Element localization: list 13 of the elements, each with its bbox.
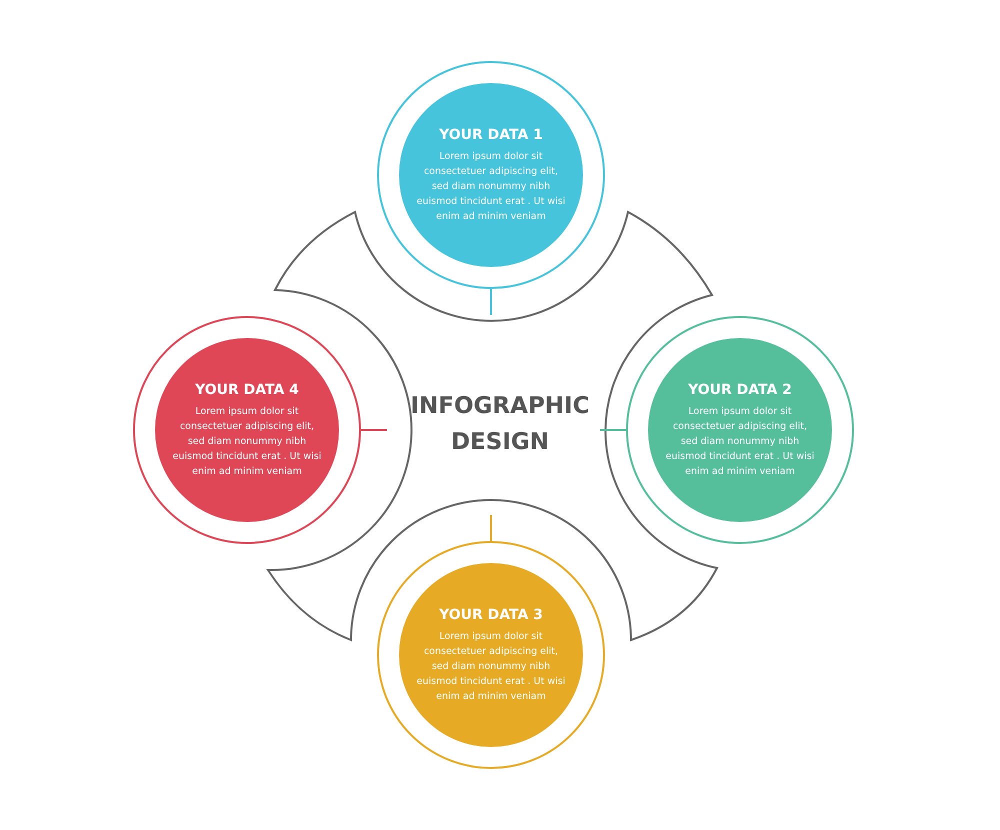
heading: YOUR DATA 1 xyxy=(439,126,543,142)
body-text: Lorem ipsum dolor sit consectetuer adipiscing elit, sed diam nonummy nibh euismod tincidunt erat . Ut wisi enim ad minim veniam xyxy=(665,404,815,478)
body-text: Lorem ipsum dolor sit consectetuer adipiscing elit, sed diam nonummy nibh euismod tincidunt erat . Ut wisi enim ad minim veniam xyxy=(172,404,322,478)
circle-node xyxy=(377,61,605,289)
circle-node xyxy=(377,541,605,769)
heading: YOUR DATA 2 xyxy=(688,382,792,398)
body-text: Lorem ipsum dolor sit consectetuer adipiscing elit, sed diam nonummy nibh euismod tincidunt erat . Ut wisi enim ad minim veniam xyxy=(416,630,566,704)
title: INFOGRAPHIC DESIGN xyxy=(409,392,590,457)
circle-node xyxy=(626,316,854,544)
circle-node xyxy=(133,316,361,544)
body-text: Lorem ipsum dolor sit consectetuer adipiscing elit, sed diam nonummy nibh euismod tincidunt erat . Ut wisi enim ad minim veniam xyxy=(416,150,566,224)
heading: YOUR DATA 3 xyxy=(439,606,543,622)
heading: YOUR DATA 4 xyxy=(195,382,299,398)
